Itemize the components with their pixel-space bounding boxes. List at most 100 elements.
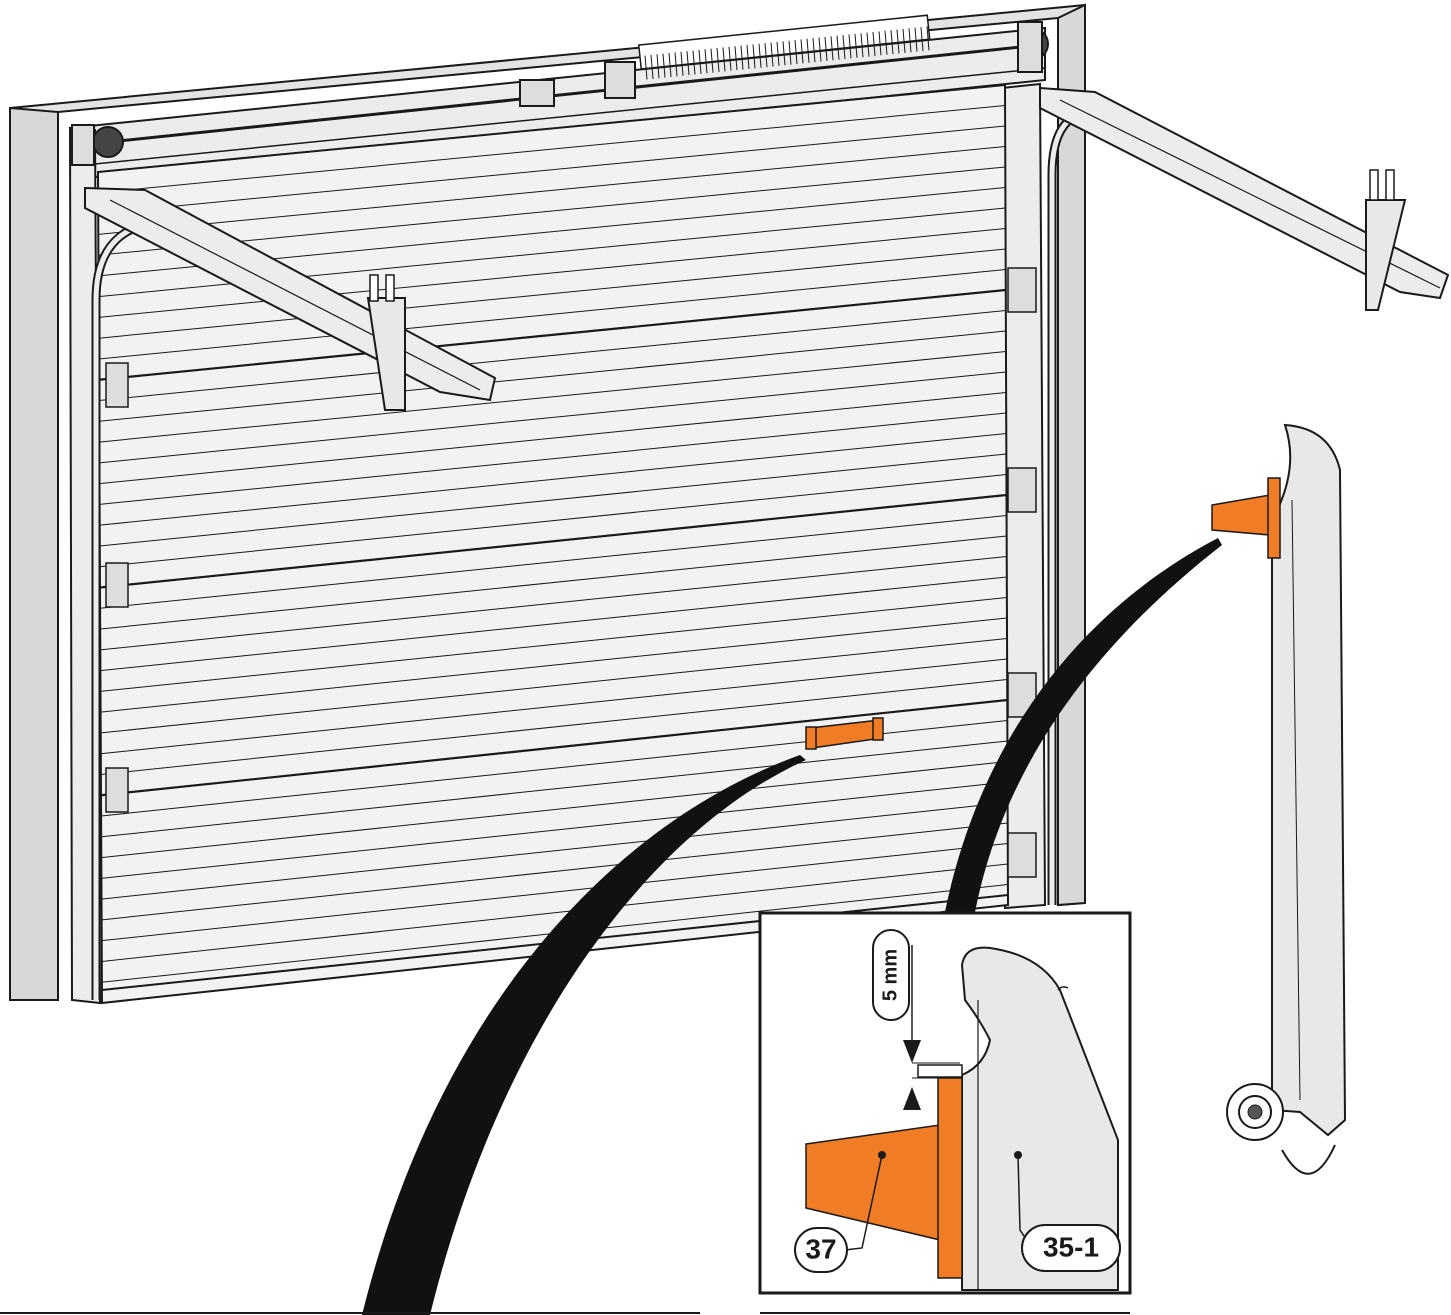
spring-coil (686, 51, 690, 76)
torsion-spring-assembly (71, 14, 1049, 166)
spring-coil (764, 43, 768, 68)
spring-coil (680, 51, 684, 76)
panel-rib (99, 453, 1007, 547)
panel-rib (100, 679, 1008, 775)
panel-rib (98, 228, 1006, 318)
pointer-swoosh-left (362, 755, 806, 1315)
panel-rib (101, 781, 1008, 879)
hinges (105, 267, 1037, 878)
panel-rib (101, 761, 1008, 859)
panel-side-profile (1211, 423, 1347, 1175)
section-joint (98, 288, 1006, 381)
spring-coil (662, 53, 666, 78)
callout-37-label: 37 (805, 1233, 836, 1264)
spring-coil (806, 38, 810, 63)
spring-coil (902, 28, 906, 53)
spring-coil (842, 35, 846, 60)
right-end-bearing-plate (1017, 21, 1043, 73)
wall-right-pier (1057, 3, 1086, 907)
spring-coil (926, 26, 930, 51)
spring-coil (878, 31, 882, 56)
side-profile-body (1271, 423, 1347, 1137)
spring-coil (692, 50, 696, 75)
left-hinge (105, 767, 129, 813)
panel-rib (98, 125, 1006, 215)
panel-rib (99, 310, 1006, 402)
spring-coil (728, 46, 732, 71)
spring-coil (788, 40, 792, 65)
panel-rib (100, 535, 1007, 630)
spring-coil (914, 27, 918, 52)
panel-rib (101, 822, 1008, 921)
panel-rib (99, 433, 1007, 526)
panel-rib (101, 843, 1008, 942)
spring-coil (794, 39, 798, 65)
detail-bracket-plate (937, 1077, 963, 1279)
spring-coil (782, 41, 786, 66)
right-hinge (1007, 267, 1037, 313)
panel-rib (99, 474, 1007, 568)
spring-coil (698, 49, 702, 74)
spring-coil (734, 46, 738, 71)
spring-coil (848, 34, 852, 59)
spring-coil (776, 41, 780, 66)
panel-rib (100, 658, 1008, 755)
panel-rib (101, 740, 1008, 838)
side-profile-orange-bracket (1211, 494, 1271, 536)
door-leaf (96, 83, 1010, 1005)
spring-coil (770, 42, 774, 67)
detail-panel-profile (960, 946, 1119, 1291)
spring-coil (674, 52, 678, 77)
spring-coil (836, 35, 840, 60)
panel-rib (99, 412, 1007, 505)
panel-rib (100, 556, 1007, 651)
spring-coil (824, 36, 828, 61)
left-track-assembly (84, 186, 497, 1000)
spring-coil (644, 55, 648, 80)
operator-bracket-on-door (805, 717, 884, 750)
spring-coil (890, 30, 894, 55)
spring-coil (800, 39, 804, 64)
section-joint (100, 698, 1008, 797)
spring-coil (752, 44, 756, 69)
panel-rib (100, 576, 1007, 672)
spring-coil (812, 38, 816, 63)
spring-coil (716, 48, 720, 73)
spring-coil (920, 27, 924, 52)
panel-rib (98, 146, 1006, 235)
left-hinge (105, 362, 129, 408)
callout-35-1-label: 35-1 (1043, 1231, 1099, 1262)
left-end-bearing-plate (71, 124, 95, 166)
door-panel (96, 83, 1010, 1005)
spring-coil (866, 32, 870, 57)
panel-rib (98, 105, 1006, 194)
spring-coil (854, 33, 858, 58)
right-track-assembly (1039, 86, 1450, 905)
panel-rib (98, 269, 1006, 360)
dimension-label: 5 mm (879, 949, 901, 1001)
spring-coil (872, 31, 876, 57)
right-hinge (1007, 467, 1037, 513)
shaft-coupling (519, 79, 555, 107)
spring-coil (830, 36, 834, 61)
spring-coil (740, 45, 744, 70)
spring-coil (650, 54, 654, 79)
spring-coil (722, 47, 726, 72)
spring-coil (704, 49, 708, 74)
panel-rib (99, 351, 1007, 443)
panel-rib (99, 392, 1007, 485)
pointer-swoosh-right (945, 538, 1222, 912)
spring-center-bracket (604, 61, 636, 99)
left-cable-drum (92, 126, 124, 158)
right-hinge (1007, 832, 1037, 878)
spring-coils (644, 26, 930, 80)
section-joints (98, 288, 1008, 797)
panel-rib (99, 330, 1006, 422)
panel-rib (100, 515, 1007, 609)
section-joint (99, 493, 1007, 589)
dimension-label-pill (872, 929, 910, 1021)
dimension-5mm: 5 mm (872, 929, 960, 1110)
spring-coil (710, 48, 714, 73)
spring-coil (746, 44, 750, 70)
